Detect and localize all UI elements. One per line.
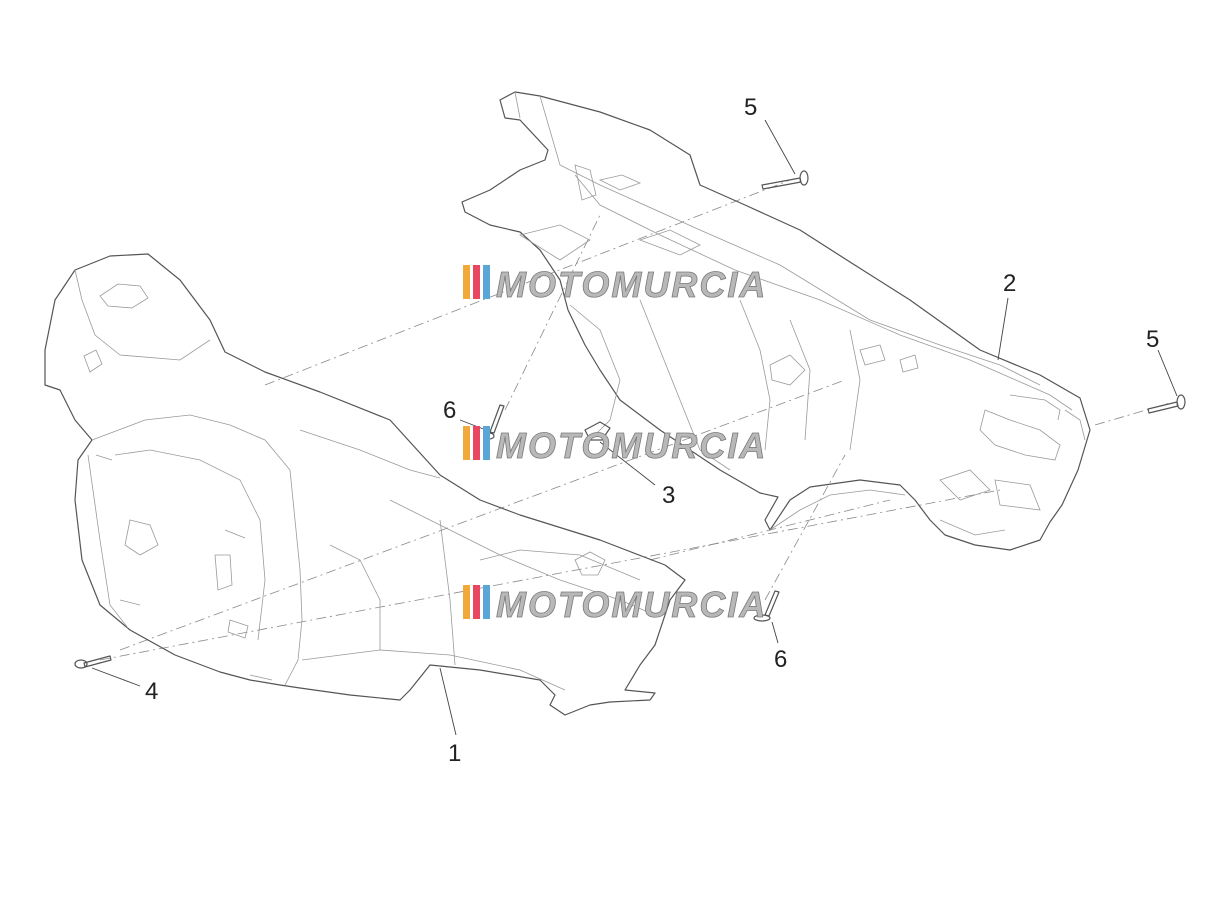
watermark-stripe	[483, 265, 490, 299]
callout-6-upper: 6	[443, 397, 456, 424]
callout-2: 2	[1003, 270, 1016, 297]
watermark-text: MOTOMURCIA	[496, 584, 767, 625]
callout-3: 3	[662, 482, 675, 509]
screw-4-left	[74, 655, 112, 669]
watermark-stripe	[463, 585, 470, 619]
callout-4: 4	[145, 678, 158, 705]
watermark-stripe	[473, 426, 480, 460]
front-handlebar-cover	[44, 253, 686, 716]
watermark-stripe	[463, 426, 470, 460]
watermark-top: MOTOMURCIA	[463, 264, 767, 305]
watermark-middle: MOTOMURCIA	[463, 425, 767, 466]
callout-labels: 5 2 5 6 3 6 4 1	[145, 94, 1159, 767]
clip-part-3	[584, 421, 611, 441]
watermark-bottom: MOTOMURCIA	[463, 584, 767, 625]
assembly-axes	[99, 179, 1171, 661]
screw-6-lower	[753, 590, 780, 622]
watermark-stripe	[473, 585, 480, 619]
callout-1: 1	[448, 740, 461, 767]
callout-5-right: 5	[1146, 326, 1159, 353]
leader-lines	[91, 119, 1178, 736]
callout-5-top: 5	[744, 94, 757, 121]
screw-5-right	[1147, 394, 1186, 414]
callout-6-lower: 6	[774, 646, 787, 673]
watermark-stripe	[463, 265, 470, 299]
watermark-stripe	[473, 265, 480, 299]
watermark-text: MOTOMURCIA	[496, 264, 767, 305]
watermark-stripe	[483, 585, 490, 619]
rear-handlebar-cover	[461, 91, 1091, 551]
watermark-stripe	[483, 426, 490, 460]
screw-5-top	[761, 170, 809, 190]
watermark-text: MOTOMURCIA	[496, 425, 767, 466]
